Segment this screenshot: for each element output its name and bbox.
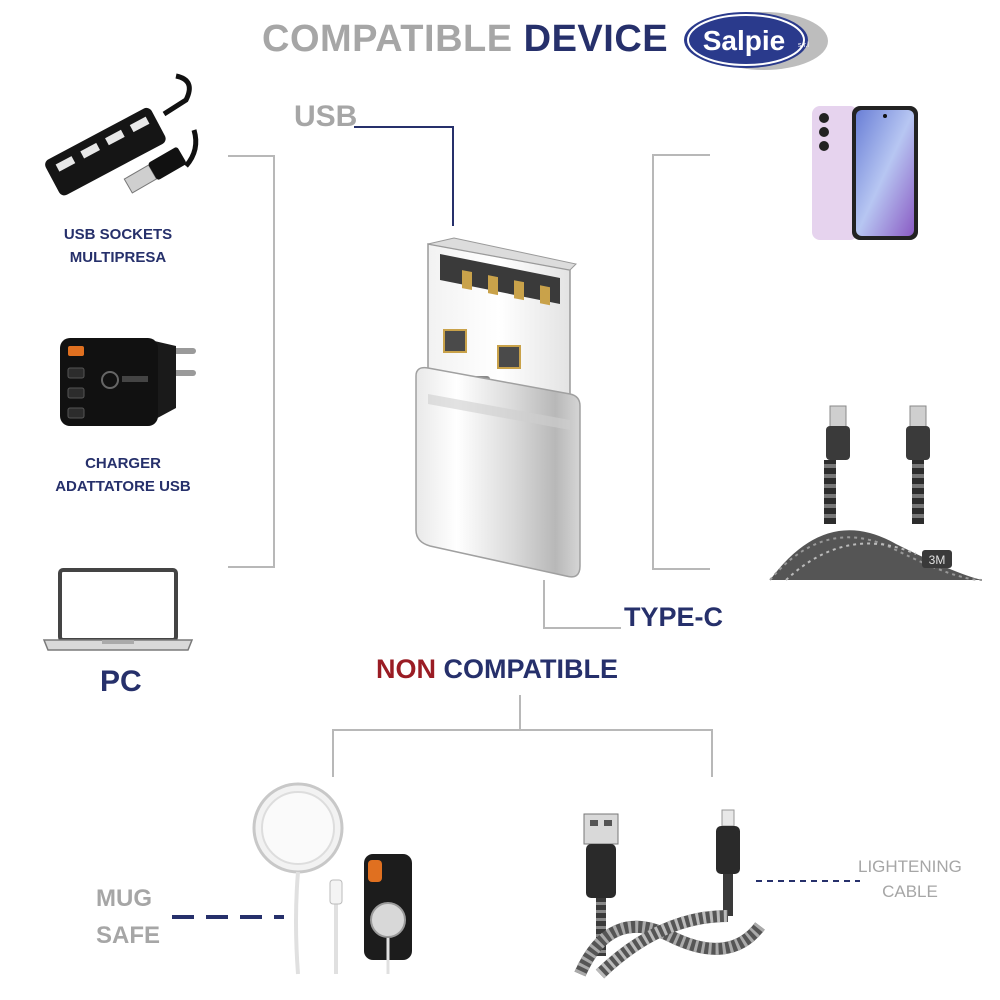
usb-hub-image [45,73,199,196]
usb-to-typec-adapter-image [415,237,581,578]
right-bracket-bottom [652,568,710,570]
lightning-cable-image [574,809,765,979]
mag-safe-label: MUG SAFE [96,880,160,954]
logo-suffix: s.r.l [798,42,809,49]
usb-label: USB [294,100,358,133]
left-bracket-vertical [273,155,275,567]
lightning-line1: LIGHTENING [858,857,962,876]
usb-c-cable-image: 3M [769,405,983,581]
mag-safe-line1: MUG [96,885,152,912]
salpie-logo: Salpie s.r.l [684,12,828,70]
compatible-word: COMPATIBLE [443,654,619,684]
title-compatible: COMPATIBLE [262,18,513,60]
title-device: DEVICE [523,18,669,60]
noncomp-stem [519,695,521,730]
lightning-cable-label: LIGHTENING CABLE [858,854,962,904]
right-bracket-vertical [652,154,654,569]
pc-label: PC [100,665,142,698]
usb-hub-label-line2: MULTIPRESA [69,249,167,266]
usb-line-h [354,126,454,128]
mag-safe-dashed-line [172,915,284,919]
non-compatible-heading: NON COMPATIBLE [376,654,618,685]
charger-label: CHARGER ADATTATORE USB [50,452,196,498]
lightning-line2: CABLE [882,882,938,901]
charger-label-line2: ADATTATORE USB [55,478,191,495]
noncomp-bar [332,729,713,731]
magsafe-charger-image [252,782,412,975]
charger-image [60,338,196,426]
noncomp-left-drop [332,729,334,777]
right-bracket-top [652,154,710,156]
lightning-dashed-line [756,880,860,882]
usb-line-v [452,126,454,226]
usb-hub-label: USB SOCKETS MULTIPRESA [50,223,186,269]
typec-line-v [543,580,545,628]
cable-length-label: 3M [929,553,946,567]
charger-label-line1: CHARGER [85,455,161,472]
left-bracket-top [228,155,275,157]
typec-line-h [543,627,621,629]
smartphone-image [812,106,918,240]
usb-hub-label-line1: USB SOCKETS [63,226,173,243]
mag-safe-line2: SAFE [96,922,161,949]
logo-text: Salpie [703,25,785,56]
laptop-image [42,568,194,651]
noncomp-right-drop [711,729,713,777]
left-bracket-bottom [228,566,275,568]
non-word: NON [376,654,436,684]
page-title: COMPATIBLE DEVICE [262,18,668,61]
typec-label: TYPE-C [624,602,724,632]
